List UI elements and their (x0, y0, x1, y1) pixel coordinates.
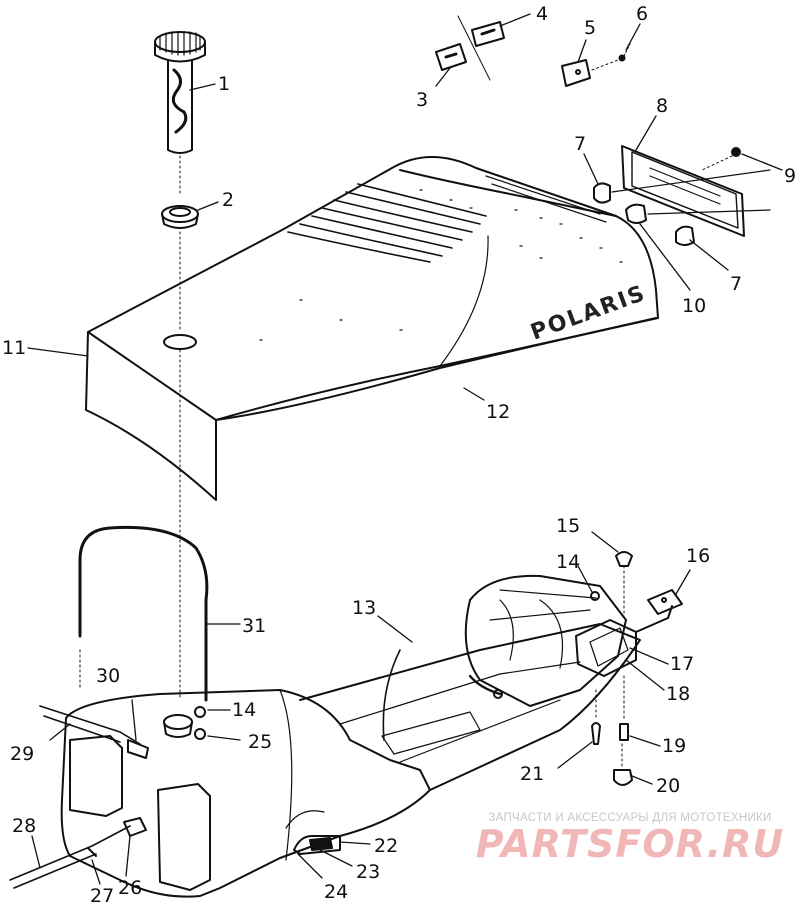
callout-8: 8 (656, 95, 668, 117)
callout-29: 29 (10, 743, 34, 765)
callout-12: 12 (486, 401, 510, 423)
callout-2: 2 (222, 189, 234, 211)
watermark-subtitle: ЗАПЧАСТИ И АКСЕССУАРЫ ДЛЯ МОТОТЕХНИКИ (488, 812, 772, 824)
fuel-cap-gauge (154, 31, 206, 196)
callout-7-lower: 7 (730, 273, 742, 295)
callout-31: 31 (242, 615, 266, 637)
callout-9: 9 (784, 165, 796, 187)
grommet (161, 205, 199, 331)
callout-21: 21 (520, 763, 544, 785)
callout-14-upper: 14 (556, 551, 580, 573)
callout-20: 20 (656, 775, 680, 797)
seat-cover (85, 156, 659, 701)
callout-28: 28 (12, 815, 36, 837)
leader-lines (27, 13, 783, 885)
callout-27: 27 (90, 885, 114, 907)
callout-14-lower: 14 (232, 699, 256, 721)
callout-23: 23 (356, 861, 380, 883)
callout-5: 5 (584, 17, 596, 39)
callout-24: 24 (324, 881, 348, 903)
callout-30: 30 (96, 665, 120, 687)
clip-plates (435, 15, 631, 87)
callout-26: 26 (118, 877, 142, 899)
watermark: ЗАПЧАСТИ И АКСЕССУАРЫ ДЛЯ МОТОТЕХНИКИ PA… (470, 812, 790, 864)
seat-brand-label: POLARIS (528, 281, 650, 346)
callout-25: 25 (248, 731, 272, 753)
callout-11: 11 (2, 337, 26, 359)
callout-18: 18 (666, 683, 690, 705)
watermark-title: PARTSFOR.RU (475, 822, 785, 866)
callout-16: 16 (686, 545, 710, 567)
callout-labels: 1 2 3 4 5 6 7 7 8 9 10 11 12 13 14 14 15… (2, 3, 796, 907)
callout-7-upper: 7 (574, 133, 586, 155)
callout-22: 22 (374, 835, 398, 857)
callout-13: 13 (352, 597, 376, 619)
callout-3: 3 (416, 89, 428, 111)
callout-17: 17 (670, 653, 694, 675)
callout-6: 6 (636, 3, 648, 25)
callout-10: 10 (682, 295, 706, 317)
callout-4: 4 (536, 3, 548, 25)
callout-19: 19 (662, 735, 686, 757)
callout-15: 15 (556, 515, 580, 537)
tail-light-housing (593, 145, 771, 246)
callout-1: 1 (218, 73, 230, 95)
